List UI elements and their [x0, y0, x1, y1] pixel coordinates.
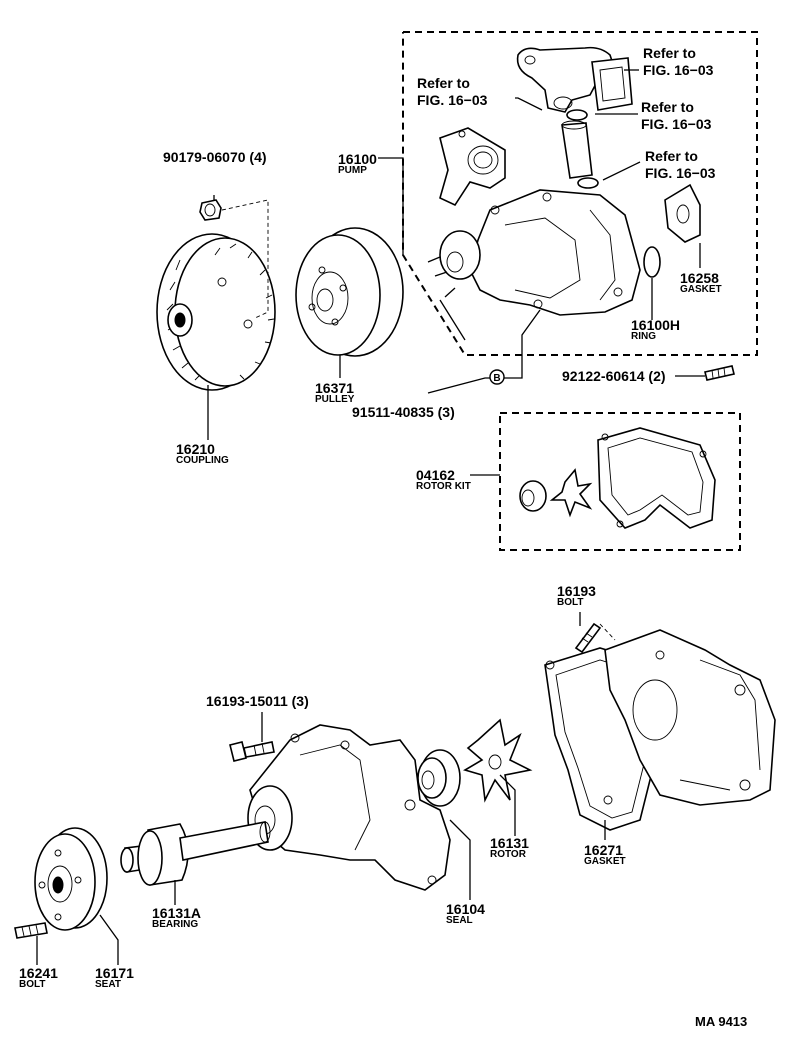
part-number-16131A: 16131A	[152, 905, 202, 921]
part-name-16193: BOLT	[557, 597, 584, 608]
part-name-16171: SEAT	[95, 979, 121, 990]
figure-code: MA 9413	[695, 1014, 748, 1029]
part-name-16241: BOLT	[19, 979, 46, 990]
water-outlet-part	[516, 46, 616, 113]
kit-gasket-part	[597, 427, 716, 529]
part-number-16210: 16210	[176, 441, 215, 457]
part-name-16131: ROTOR	[490, 849, 526, 860]
o-ring-lower-part	[577, 177, 599, 189]
part-label-16371: 16371 PULLEY	[315, 381, 354, 405]
part-label-16171: 16171 SEAT	[95, 966, 134, 990]
part-number-16100: 16100	[338, 151, 377, 167]
part-number-04162: 04162	[416, 467, 455, 483]
part-name-16210: COUPLING	[176, 455, 229, 466]
kit-seal-part	[519, 480, 547, 512]
seal-part	[417, 749, 461, 807]
part-number-16171: 16171	[95, 965, 134, 981]
part-number-16104: 16104	[446, 901, 485, 917]
part-number-92122: 92122-60614 (2)	[562, 368, 666, 384]
part-name-16371: PULLEY	[315, 394, 355, 405]
part-label-16258: 16258 GASKET	[680, 271, 722, 295]
part-label-16100H: 16100H RING	[631, 318, 680, 342]
part-name-16100H: RING	[631, 331, 656, 342]
part-label-16100: 16100 PUMP	[338, 152, 377, 176]
callout-circle	[489, 369, 505, 385]
pulley-part	[295, 227, 404, 357]
part-number-16371: 16371	[315, 380, 354, 396]
upper-stud-bolt-part	[574, 622, 602, 654]
part-label-16104: 16104 SEAL	[446, 902, 485, 926]
part-name-16100: PUMP	[338, 165, 367, 176]
body-bolt-part	[229, 741, 275, 762]
part-name-16131A: BEARING	[152, 919, 199, 930]
part-label-16131: 16131 ROTOR	[490, 836, 529, 860]
part-name-16271: GASKET	[584, 856, 626, 867]
part-number-90179: 90179-06070 (4)	[163, 149, 267, 165]
stud-bolt-part	[704, 365, 735, 381]
part-number-16241: 16241	[19, 965, 58, 981]
seat-bolt-part	[14, 922, 48, 939]
seat-part	[34, 827, 108, 931]
part-number-16193-15011: 16193-15011 (3)	[206, 693, 309, 709]
part-number-16193: 16193	[557, 583, 596, 599]
bearing-part	[120, 821, 271, 886]
part-name-04162: ROTOR KIT	[416, 481, 471, 492]
coupling-nut-part	[199, 199, 222, 221]
ring-part	[643, 246, 661, 278]
water-inlet-part	[439, 127, 506, 207]
callout-symbol: B	[493, 373, 500, 384]
leader-lines	[36, 69, 705, 965]
part-name-16258: GASKET	[680, 284, 722, 295]
part-number-16258: 16258	[680, 270, 719, 286]
part-number-16271: 16271	[584, 842, 623, 858]
outlet-gasket-part	[591, 57, 633, 111]
fan-coupling-part	[156, 233, 276, 391]
bypass-pipe-part	[561, 120, 593, 179]
part-label-16193: 16193 BOLT	[557, 584, 596, 608]
part-name-16104: SEAL	[446, 915, 473, 926]
part-number-16131: 16131	[490, 835, 529, 851]
part-number-91511: 91511-40835 (3)	[352, 404, 455, 420]
bypass-gasket-part	[664, 183, 701, 243]
rotor-part	[463, 718, 533, 803]
part-label-16210: 16210 COUPLING	[176, 442, 229, 466]
part-number-16100H: 16100H	[631, 317, 681, 333]
pump-rear-body-part	[604, 629, 776, 806]
kit-rotor-part	[549, 468, 593, 518]
pump-body-upper-part	[427, 189, 641, 316]
rotor-kit-boundary	[499, 412, 741, 551]
part-label-16271: 16271 GASKET	[584, 843, 626, 867]
pump-assembly-boundary	[402, 31, 758, 356]
part-label-04162: 04162 ROTOR KIT	[416, 468, 471, 492]
pump-front-body-part	[247, 724, 451, 891]
part-label-16131A: 16131A BEARING	[152, 906, 201, 930]
part-label-16241: 16241 BOLT	[19, 966, 58, 990]
o-ring-part	[566, 109, 588, 121]
